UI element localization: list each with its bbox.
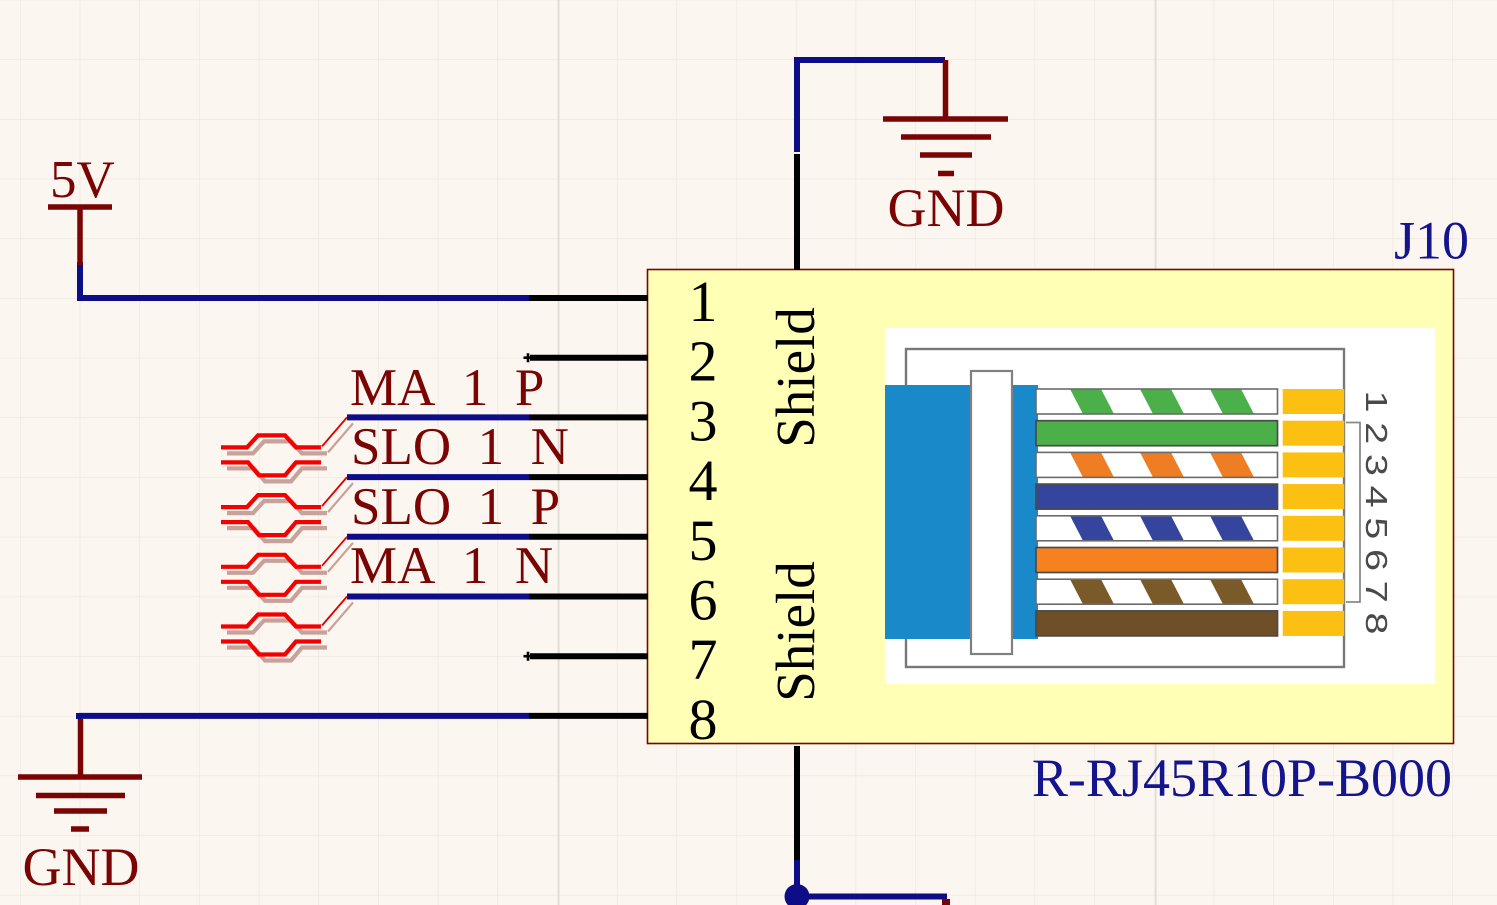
svg-text:Shield: Shield	[765, 307, 826, 448]
svg-text:6: 6	[1359, 549, 1394, 571]
svg-text:Shield: Shield	[765, 561, 826, 702]
svg-text:5: 5	[689, 508, 718, 573]
svg-text:SLO 1 P: SLO 1 P	[351, 478, 560, 536]
svg-text:5V: 5V	[50, 151, 115, 209]
svg-text:3: 3	[1359, 454, 1394, 476]
svg-text:2: 2	[1359, 422, 1394, 444]
svg-text:7: 7	[1359, 581, 1394, 603]
svg-text:GND: GND	[23, 837, 140, 897]
svg-text:8: 8	[689, 687, 718, 752]
svg-text:3: 3	[689, 388, 718, 453]
svg-text:2: 2	[689, 329, 718, 394]
svg-text:4: 4	[689, 448, 718, 513]
svg-text:MA 1 N: MA 1 N	[350, 537, 553, 595]
svg-text:1: 1	[689, 269, 718, 334]
svg-text:J10: J10	[1394, 211, 1469, 271]
svg-text:8: 8	[1359, 612, 1394, 634]
svg-text:5: 5	[1359, 517, 1394, 539]
svg-text:SLO 1 N: SLO 1 N	[351, 418, 569, 476]
svg-text:1: 1	[1359, 390, 1394, 412]
svg-text:6: 6	[689, 568, 718, 633]
svg-text:R-RJ45R10P-B000: R-RJ45R10P-B000	[1032, 748, 1452, 808]
svg-text:4: 4	[1359, 486, 1394, 508]
svg-text:GND: GND	[888, 178, 1005, 238]
svg-text:7: 7	[689, 627, 718, 692]
svg-text:MA 1 P: MA 1 P	[350, 359, 544, 417]
